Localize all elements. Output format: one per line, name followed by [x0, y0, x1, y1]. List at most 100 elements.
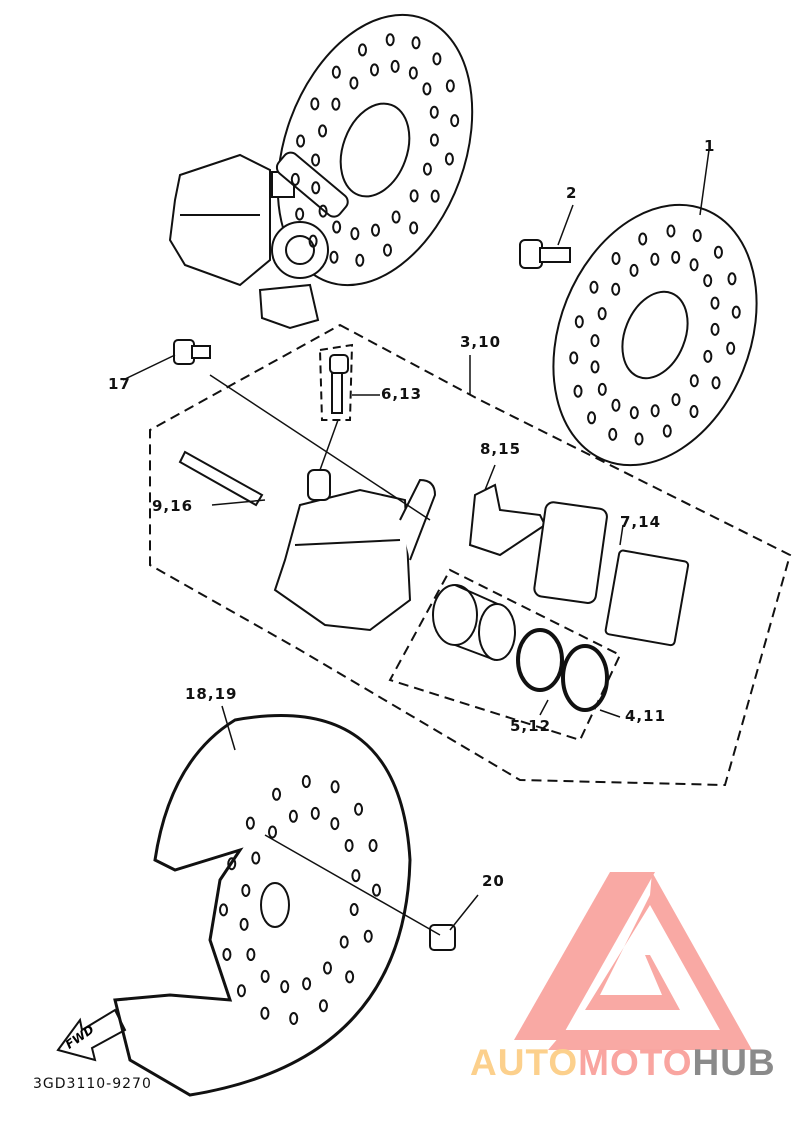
automotohub-logo: [514, 872, 752, 1050]
disc-hole: [569, 351, 579, 365]
disc-hole: [731, 305, 741, 319]
callout-9-16: 9,16: [152, 497, 194, 515]
disc-hole: [710, 296, 720, 310]
brake-pad: [533, 501, 608, 604]
disc-hole: [608, 427, 618, 441]
disc-hole: [590, 334, 600, 348]
disc-hole: [411, 36, 421, 50]
disc-hole: [611, 251, 621, 265]
disc-hole: [432, 52, 442, 66]
disc-hole: [713, 245, 723, 259]
disc-hole: [302, 977, 312, 991]
disc-hole: [671, 250, 681, 264]
disc-hole: [429, 133, 439, 147]
disc-hole: [350, 227, 360, 241]
disc-hole: [310, 806, 320, 820]
watermark-moto: MOTO: [578, 1042, 693, 1083]
piston-seal: [516, 628, 564, 692]
disc-hole: [726, 341, 736, 355]
disc-cover: [113, 714, 412, 1097]
disc-hole: [385, 33, 395, 47]
disc-hole: [597, 382, 607, 396]
callout-4-11: 4,11: [625, 707, 667, 725]
disc-hole: [318, 999, 328, 1013]
disc-hole: [422, 82, 432, 96]
disc-hole: [363, 929, 373, 943]
disc-hole: [573, 384, 583, 398]
disc-hole: [445, 79, 455, 93]
disc-hole: [268, 825, 278, 839]
disc-hole: [689, 374, 699, 388]
disc-hole: [330, 817, 340, 831]
caliper-body: [273, 469, 437, 632]
disc-hole: [371, 223, 381, 237]
disc-hole: [260, 969, 270, 983]
disc-hole: [311, 153, 321, 167]
disc-hole: [422, 162, 432, 176]
disc-hole: [629, 263, 639, 277]
disc-hole: [219, 903, 229, 917]
callout-20: 20: [482, 872, 505, 890]
callout-1: 1: [704, 137, 716, 155]
disc-hole: [382, 243, 392, 257]
disc-hole: [390, 59, 400, 73]
disc-hole: [391, 210, 401, 224]
caliper-pin: [178, 450, 264, 507]
watermark-text: AUTOMOTOHUB: [470, 1042, 776, 1084]
disc-hole: [331, 65, 341, 79]
disc-hole: [236, 984, 246, 998]
brake-disc: [552, 203, 758, 467]
piston: [432, 584, 516, 661]
disc-hole: [295, 207, 305, 221]
disc-hole: [430, 189, 440, 203]
disc-hole: [355, 253, 365, 267]
disc-hole: [308, 234, 318, 248]
disc-hole: [638, 232, 648, 246]
disc-hole: [289, 1011, 299, 1025]
brake-pad: [604, 549, 690, 647]
disc-hole: [272, 787, 282, 801]
disc-hole: [354, 802, 364, 816]
disc-hole: [246, 948, 256, 962]
dust-seal: [561, 644, 609, 712]
diagram-code: 3GD3110-9270: [33, 1076, 152, 1092]
brake-disc-assembled: [276, 13, 474, 287]
disc-hole: [296, 134, 306, 148]
disc-hole: [589, 280, 599, 294]
disc-hole: [590, 360, 600, 374]
disc-hole: [322, 961, 332, 975]
disc-hole: [703, 274, 713, 288]
disc-hole: [310, 97, 320, 111]
disc-hole: [408, 66, 418, 80]
disc-hole: [662, 424, 672, 438]
disc-hole: [280, 980, 290, 994]
disc-hole: [227, 857, 237, 871]
disc-hole: [345, 970, 355, 984]
callout-8-15: 8,15: [480, 440, 522, 458]
callout-17: 17: [108, 375, 131, 393]
disc-hole: [710, 322, 720, 336]
disc-hole: [650, 404, 660, 418]
disc-hole: [239, 917, 249, 931]
disc-hole: [288, 809, 298, 823]
disc-hole: [349, 903, 359, 917]
disc-hole: [290, 172, 300, 186]
disc-bolt: [519, 239, 571, 269]
disc-hole: [318, 204, 328, 218]
disc-hole: [711, 376, 721, 390]
disc-hole: [260, 1006, 270, 1020]
disc-hole: [689, 405, 699, 419]
disc-hole: [450, 114, 460, 128]
disc-hole: [666, 224, 676, 238]
disc-hole: [597, 307, 607, 321]
disc-hole: [703, 349, 713, 363]
callout-6-13: 6,13: [381, 385, 423, 403]
disc-hole: [339, 935, 349, 949]
disc-hole: [332, 220, 342, 234]
disc-hole: [611, 398, 621, 412]
disc-hole: [650, 252, 660, 266]
disc-hole: [318, 124, 328, 138]
disc-hole: [444, 152, 454, 166]
disc-hole: [369, 63, 379, 77]
